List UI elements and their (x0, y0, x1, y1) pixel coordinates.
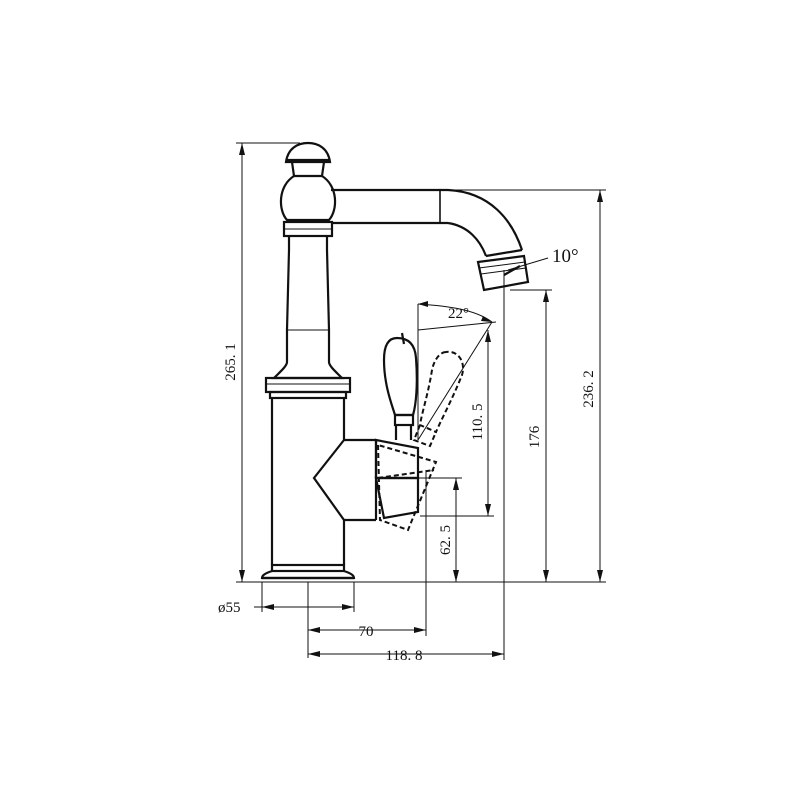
label-spout-height: 236. 2 (581, 370, 597, 408)
label-base-diameter: ø55 (218, 600, 241, 616)
label-handle-height: 110. 5 (470, 404, 486, 441)
lever-closed (382, 332, 418, 440)
spout (331, 188, 530, 292)
dimension-lines (236, 142, 606, 660)
label-outlet-height: 176 (527, 425, 543, 448)
upper-bulb (279, 175, 337, 222)
tap-body (260, 141, 356, 580)
label-handle-angle: 22° (448, 306, 469, 322)
lever-rotated (376, 350, 464, 532)
column (271, 236, 345, 380)
finial-cap (284, 141, 332, 164)
label-body-outlet-height: 62. 5 (438, 525, 454, 555)
label-total-height: 265. 1 (223, 343, 239, 381)
aerator (476, 254, 530, 292)
finial-neck (290, 161, 326, 178)
label-spout-reach: 118. 8 (386, 648, 423, 664)
label-handle-reach: 70 (359, 624, 374, 640)
handle-housing (312, 438, 420, 522)
label-aerator-angle: 10° (552, 246, 579, 267)
